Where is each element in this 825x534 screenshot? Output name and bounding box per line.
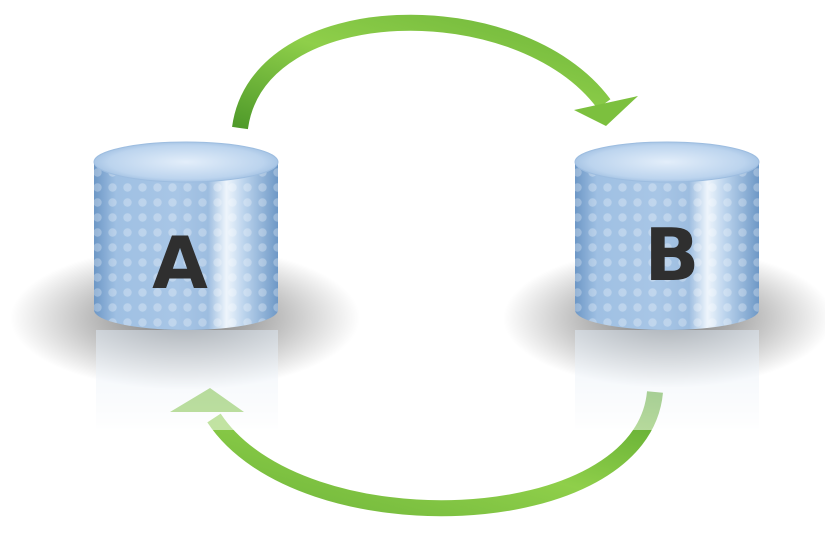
database-a-reflection: [96, 330, 278, 430]
database-a-top: [93, 141, 279, 183]
database-b: B: [503, 141, 825, 430]
database-b-label: B: [645, 213, 700, 297]
database-a: A: [10, 141, 360, 430]
database-b-top: [574, 141, 760, 183]
database-a-label: A: [152, 221, 208, 305]
arrow-a-to-b-shaft: [232, 14, 611, 130]
arrow-b-to-a-shaft: [207, 390, 663, 517]
arrow-a-to-b-head: [574, 96, 638, 126]
arrow-a-to-b: [232, 14, 638, 130]
database-b-reflection: [575, 330, 759, 430]
